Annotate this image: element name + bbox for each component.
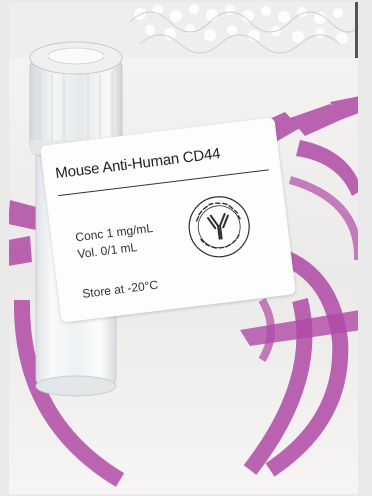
concentration-label: Conc <box>74 227 105 245</box>
volume-line: Vol. 0/1 mL <box>77 240 138 261</box>
label-title: Mouse Anti-Human CD44 <box>54 145 222 183</box>
concentration-line: Conc 1 mg/mL <box>75 221 154 244</box>
volume-label: Vol. <box>76 244 99 262</box>
antibody-icon <box>188 196 250 258</box>
volume-value: 0/1 mL <box>99 239 138 259</box>
concentration-value: 1 mg/mL <box>105 220 154 241</box>
storage-instruction: Store at -20°C <box>81 277 159 301</box>
vial-label: Mouse Anti-Human CD44 Conc 1 mg/mL Vol. … <box>40 117 296 323</box>
